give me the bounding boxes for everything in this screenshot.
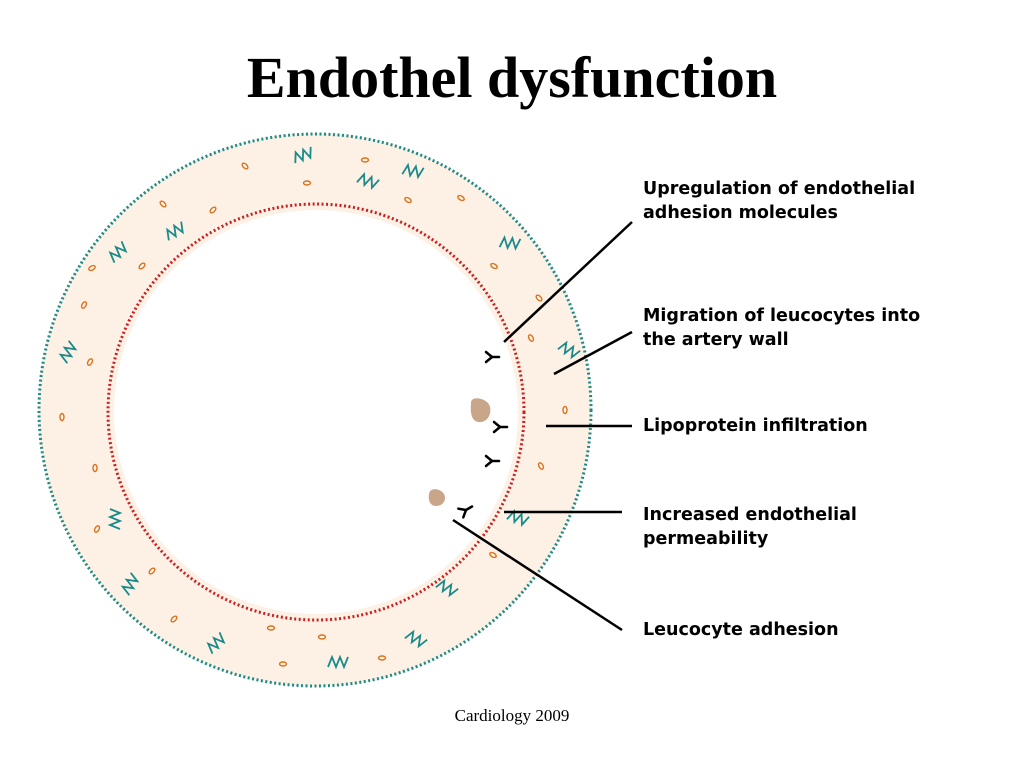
y-shaped-receptor-icon <box>457 505 474 519</box>
artery-lumen <box>114 210 518 614</box>
oval-nucleus-icon <box>527 334 535 342</box>
oval-nucleus-icon <box>92 463 98 473</box>
zigzag-muscle-cell-icon <box>166 221 184 241</box>
smooth-muscle-cells <box>58 146 581 670</box>
zigzag-muscle-cell-icon <box>107 508 123 530</box>
oval-nucleus-icon <box>377 655 387 661</box>
oval-nucleus-icon <box>490 262 498 270</box>
zigzag-muscle-cell-icon <box>356 171 380 191</box>
oval-nucleus-icon <box>209 206 217 214</box>
zigzag-muscle-cell-icon <box>108 241 128 263</box>
oval-nucleus-icon <box>457 194 465 202</box>
oval-nucleus-icon <box>278 661 288 667</box>
oval-nucleus-icon <box>148 567 156 575</box>
slide-title: Endothel dysfunction <box>246 45 778 110</box>
oval-nucleus-icon <box>93 525 101 533</box>
oval-nucleus-icon <box>537 462 545 470</box>
zigzag-muscle-cell-icon <box>58 340 78 364</box>
oval-nucleus-icon <box>489 551 497 559</box>
source-citation: Cardiology 2009 <box>454 706 570 725</box>
oval-nucleus-icon <box>170 615 178 623</box>
oval-nucleus-icon <box>59 412 65 422</box>
label-upregulation-adhesion-molecules: Upregulation of endothelial adhesion mol… <box>643 179 916 223</box>
zigzag-muscle-cell-icon <box>401 162 425 180</box>
label-leucocyte-migration: Migration of leucocytes into the artery … <box>643 306 921 350</box>
zigzag-muscle-cell-icon <box>404 629 428 649</box>
oval-nucleus-icon <box>241 162 249 170</box>
oval-nucleus-icon <box>562 405 568 415</box>
y-shaped-receptor-icon <box>484 454 501 468</box>
oval-nucleus-icon <box>404 196 412 204</box>
zigzag-muscle-cell-icon <box>557 340 581 360</box>
oval-nucleus-icon <box>159 200 167 208</box>
y-shaped-receptor-icon <box>492 420 509 434</box>
label-endothelial-permeability: Increased endothelial permeability <box>643 505 857 549</box>
zigzag-muscle-cell-icon <box>294 146 312 164</box>
leader-line-leucocyte-adhesion <box>452 518 623 632</box>
oval-nucleus-icon <box>138 262 146 270</box>
outer-boundary <box>37 132 593 688</box>
oval-nucleus-icon <box>266 625 276 631</box>
oval-nucleus-icon <box>86 358 94 366</box>
lipoprotein-particle-icon <box>470 398 491 423</box>
zigzag-muscle-cell-icon <box>435 578 459 598</box>
oval-nucleus-icon <box>535 294 543 302</box>
oval-nucleus-icon <box>88 264 96 272</box>
endothelium-layer <box>106 202 526 622</box>
zigzag-muscle-cell-icon <box>206 632 226 654</box>
leader-line-adhesion-molecules <box>503 221 633 343</box>
oval-nucleus-icon <box>80 301 88 309</box>
zigzag-muscle-cell-icon <box>498 235 522 251</box>
label-lipoprotein-infiltration: Lipoprotein infiltration <box>643 416 868 436</box>
oval-nucleus-icon <box>360 157 370 163</box>
lipoprotein-particle-icon <box>428 489 446 506</box>
zigzag-muscle-cell-icon <box>327 654 349 670</box>
y-shaped-receptor-icon <box>484 350 501 364</box>
zigzag-muscle-cell-icon <box>120 572 140 596</box>
oval-nucleus-icon <box>302 180 312 186</box>
cell-nuclei <box>59 157 568 667</box>
label-leucocyte-adhesion: Leucocyte adhesion <box>643 620 839 640</box>
leader-line-leucocyte-migration <box>553 330 633 376</box>
oval-nucleus-icon <box>317 634 327 640</box>
